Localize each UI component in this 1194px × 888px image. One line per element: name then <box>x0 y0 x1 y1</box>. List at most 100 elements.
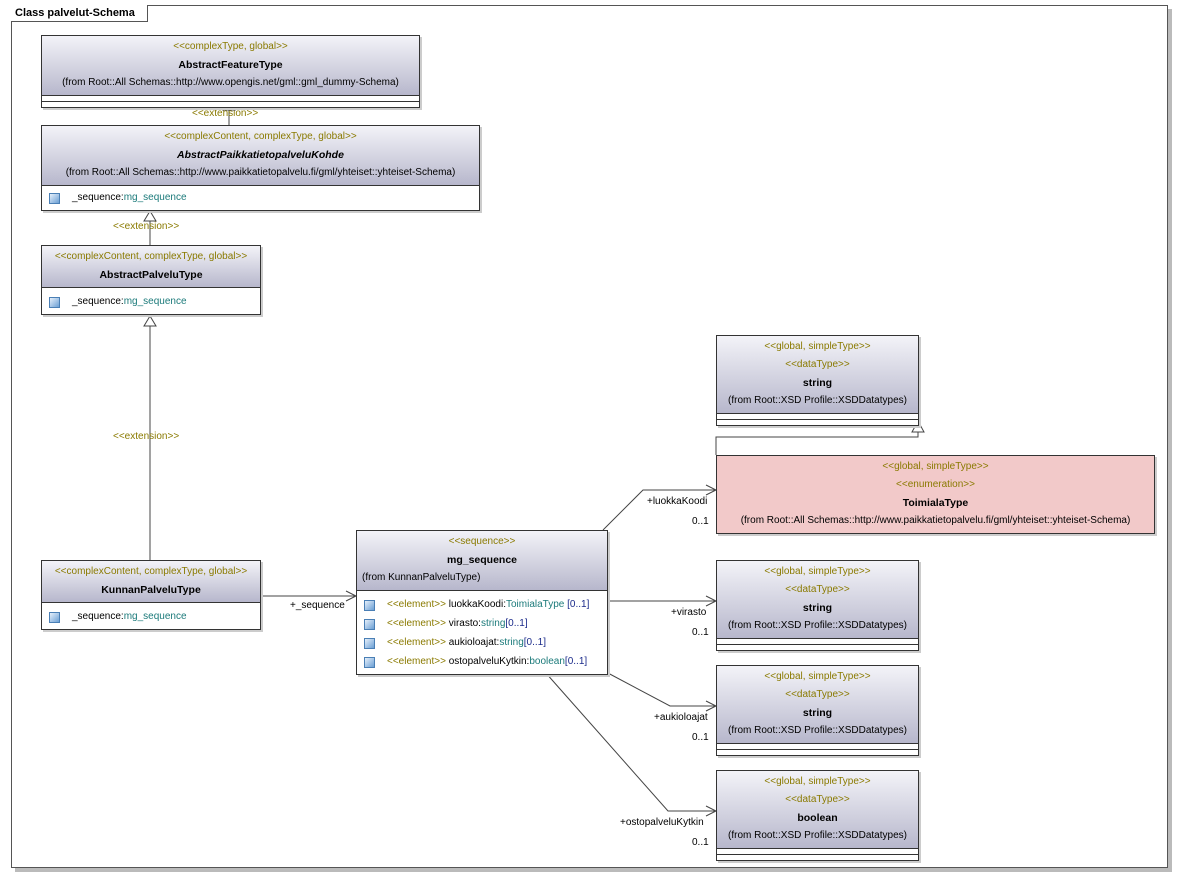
frame-title: Class palvelut-Schema <box>11 5 148 22</box>
association-ostopalvelu <box>544 671 716 812</box>
generalization-arrowhead <box>143 210 157 222</box>
attribute-type: string <box>499 637 524 648</box>
role-label: +luokkaKoodi <box>647 496 708 507</box>
stereotype: <<dataType>> <box>785 689 850 700</box>
class-abstract-palvelu-type[interactable]: <<complexContent, complexType, global>> … <box>41 245 261 315</box>
stereotype: <<complexContent, complexType, global>> <box>54 566 248 577</box>
attribute-row[interactable]: _sequence:mg_sequence <box>42 292 260 311</box>
attribute-multiplicity: [0..1] <box>523 637 547 648</box>
attribute-type: string <box>480 618 506 629</box>
extension-label: <<extension>> <box>192 108 259 119</box>
class-name: boolean <box>797 812 838 824</box>
restriction-toimiala-string <box>715 432 919 455</box>
stereotype: <<enumeration>> <box>896 479 975 490</box>
stereotype: <<dataType>> <box>785 359 850 370</box>
attribute-row[interactable]: _sequence:mg_sequence <box>42 188 479 207</box>
class-origin: (from Root::XSD Profile::XSDDatatypes) <box>728 620 907 631</box>
attribute-stereotype: <<element>> <box>387 599 446 610</box>
attribute-name: virasto: <box>445 618 481 629</box>
attribute-row[interactable]: <<element>> virasto:string[0..1] <box>357 614 607 633</box>
attribute-name: luokkaKoodi: <box>445 599 506 610</box>
attribute-multiplicity: [0..1] <box>505 618 528 629</box>
stereotype: <<global, simpleType>> <box>764 776 871 787</box>
attribute-icon <box>49 612 60 623</box>
class-origin: (from Root::All Schemas::http://www.paik… <box>65 167 456 178</box>
multiplicity-label: 0..1 <box>692 732 709 743</box>
class-origin: (from KunnanPalveluType) <box>362 572 481 583</box>
role-label: +_sequence <box>290 600 345 611</box>
restriction-arrowhead <box>911 419 925 433</box>
role-label: +ostopalveluKytkin <box>620 817 704 828</box>
attribute-icon <box>364 600 375 611</box>
class-name: AbstractPaikkatietopalveluKohde <box>177 149 344 161</box>
stereotype: <<global, simpleType>> <box>882 461 989 472</box>
class-kunnan-palvelu-type[interactable]: <<complexContent, complexType, global>> … <box>41 560 261 630</box>
attribute-stereotype: <<element>> <box>387 656 446 667</box>
stereotype: <<sequence>> <box>448 536 516 547</box>
attribute-row[interactable]: <<element>> aukioloajat:string[0..1] <box>357 633 607 652</box>
stereotype: <<global, simpleType>> <box>764 341 871 352</box>
class-name: AbstractPalveluType <box>99 269 203 281</box>
multiplicity-label: 0..1 <box>692 837 709 848</box>
class-string-datatype[interactable]: <<global, simpleType>> <<dataType>> stri… <box>716 665 919 756</box>
class-toimiala-type[interactable]: <<global, simpleType>> <<enumeration>> T… <box>716 455 1155 534</box>
stereotype: <<global, simpleType>> <box>764 566 871 577</box>
attribute-icon <box>49 297 60 308</box>
role-label: +aukioloajat <box>654 712 708 723</box>
stereotype: <<global, simpleType>> <box>764 671 871 682</box>
generalization-arrowhead <box>143 315 157 327</box>
class-name: KunnanPalveluType <box>101 584 201 596</box>
association-luokkakoodi <box>602 489 716 531</box>
attribute-icon <box>49 193 60 204</box>
attribute-type: mg_sequence <box>123 192 187 203</box>
class-origin: (from Root::XSD Profile::XSDDatatypes) <box>728 830 907 841</box>
extension-label: <<extension>> <box>113 221 180 232</box>
class-name: ToimialaType <box>902 497 969 509</box>
attribute-name: ostopalveluKytkin: <box>445 656 530 667</box>
attribute-type: mg_sequence <box>123 611 187 622</box>
association-aukioloajat <box>605 671 716 707</box>
multiplicity-label: 0..1 <box>692 627 709 638</box>
attribute-name: _sequence: <box>72 192 124 203</box>
stereotype: <<dataType>> <box>785 584 850 595</box>
class-string-datatype[interactable]: <<global, simpleType>> <<dataType>> stri… <box>716 560 919 651</box>
attribute-row[interactable]: _sequence:mg_sequence <box>42 607 260 626</box>
attribute-row[interactable]: <<element>> ostopalveluKytkin:boolean[0.… <box>357 652 607 671</box>
attribute-name: aukioloajat: <box>445 637 500 648</box>
attribute-icon <box>364 638 375 649</box>
attribute-stereotype: <<element>> <box>387 618 446 629</box>
class-name: string <box>802 377 833 389</box>
class-origin: (from Root::All Schemas::http://www.open… <box>62 77 399 88</box>
extension-label: <<extension>> <box>113 431 180 442</box>
class-name: mg_sequence <box>446 554 518 566</box>
class-origin: (from Root::XSD Profile::XSDDatatypes) <box>728 725 907 736</box>
class-origin: (from Root::All Schemas::http://www.paik… <box>740 515 1131 526</box>
attribute-icon <box>364 657 375 668</box>
role-label: +virasto <box>671 607 707 618</box>
attribute-multiplicity: [0..1] <box>564 656 588 667</box>
stereotype: <<dataType>> <box>785 794 850 805</box>
class-mg-sequence[interactable]: <<sequence>> mg_sequence (from KunnanPal… <box>356 530 608 675</box>
attribute-name: _sequence: <box>72 296 124 307</box>
attribute-multiplicity: [0..1] <box>564 599 590 610</box>
class-origin: (from Root::XSD Profile::XSDDatatypes) <box>728 395 907 406</box>
class-abstract-feature-type[interactable]: <<complexType, global>> AbstractFeatureT… <box>41 35 420 108</box>
stereotype: <<complexType, global>> <box>173 41 288 52</box>
attribute-stereotype: <<element>> <box>387 637 446 648</box>
stereotype: <<complexContent, complexType, global>> <box>164 131 357 142</box>
class-name: string <box>802 602 833 614</box>
class-abstract-paikkatietopalvelu-kohde[interactable]: <<complexContent, complexType, global>> … <box>41 125 480 211</box>
class-name: AbstractFeatureType <box>178 59 283 71</box>
attribute-name: _sequence: <box>72 611 124 622</box>
multiplicity-label: 0..1 <box>692 516 709 527</box>
class-name: string <box>802 707 833 719</box>
class-boolean-datatype[interactable]: <<global, simpleType>> <<dataType>> bool… <box>716 770 919 861</box>
attribute-icon <box>364 619 375 630</box>
attribute-type: boolean <box>529 656 565 667</box>
attribute-type: mg_sequence <box>123 296 187 307</box>
class-string-datatype[interactable]: <<global, simpleType>> <<dataType>> stri… <box>716 335 919 426</box>
attribute-type: ToimialaType <box>505 599 565 610</box>
stereotype: <<complexContent, complexType, global>> <box>54 251 248 262</box>
attribute-row[interactable]: <<element>> luokkaKoodi:ToimialaType [0.… <box>357 595 607 614</box>
